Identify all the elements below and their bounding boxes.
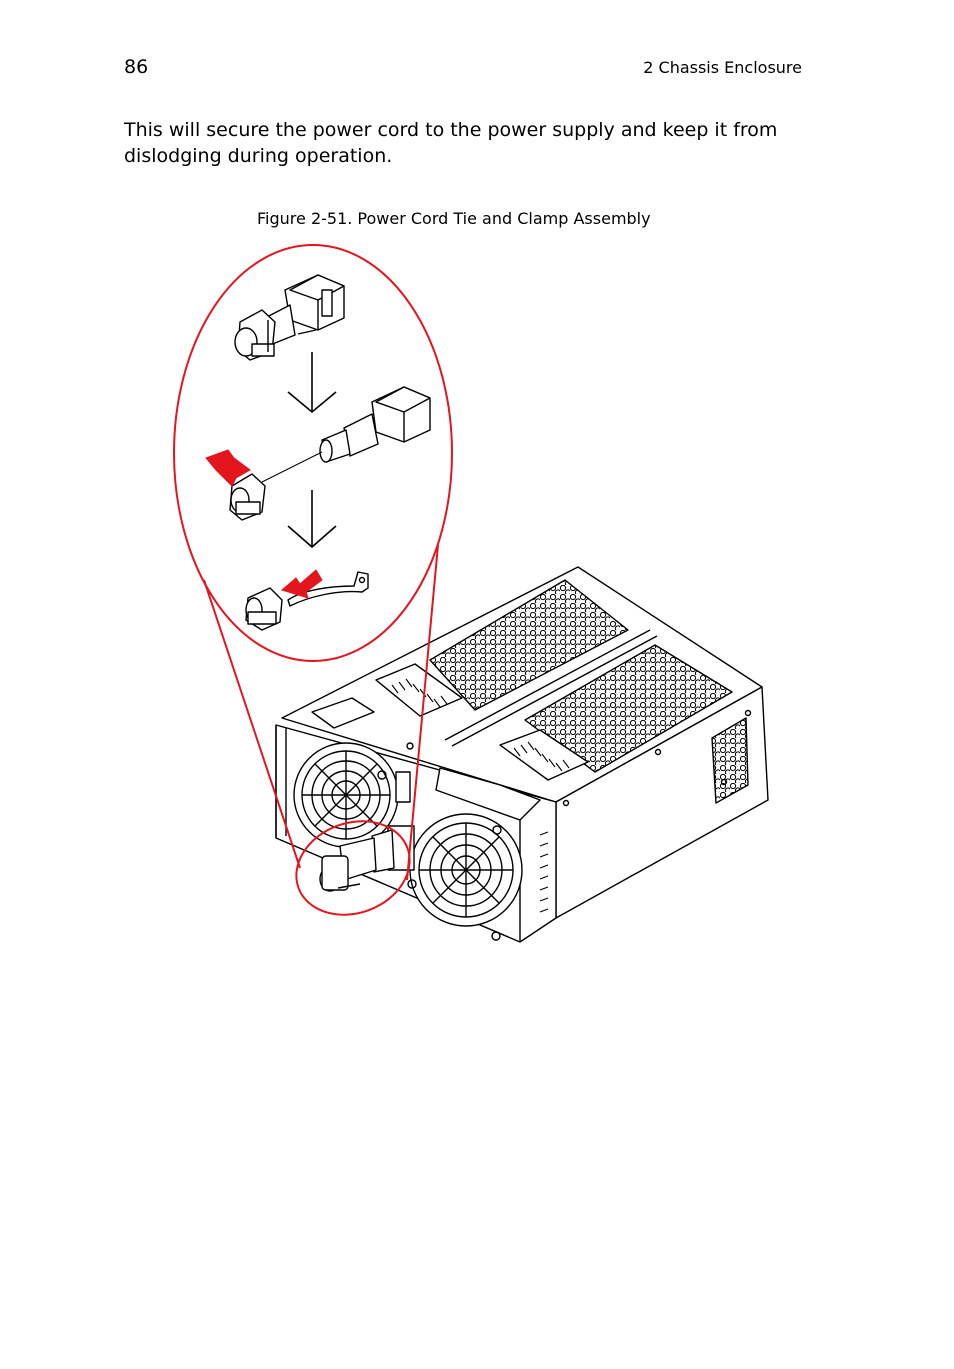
red-arrow-1 bbox=[205, 449, 251, 487]
running-head: 2 Chassis Enclosure bbox=[643, 58, 802, 77]
inlet-with-clamp-small bbox=[319, 825, 415, 892]
body-paragraph: This will secure the power cord to the p… bbox=[124, 119, 778, 167]
callout-small-ellipse bbox=[295, 820, 411, 916]
arrow-down-2 bbox=[287, 490, 337, 549]
step2-cord-and-clamp bbox=[229, 386, 431, 521]
arrow-down-1 bbox=[287, 352, 337, 414]
page-number: 86 bbox=[124, 56, 149, 78]
slot-window-right bbox=[499, 729, 589, 781]
figure-caption: Figure 2-51. Power Cord Tie and Clamp As… bbox=[257, 209, 651, 228]
callout-magnifier bbox=[173, 244, 453, 916]
red-arrow-2 bbox=[280, 569, 323, 599]
callout-large-ellipse bbox=[173, 244, 453, 662]
top-vent-left bbox=[429, 579, 629, 711]
step1-cord-with-clamp bbox=[234, 274, 345, 361]
power-supply-unit bbox=[275, 566, 769, 943]
slot-window-left bbox=[375, 663, 463, 717]
fan-left bbox=[293, 742, 399, 848]
fan-right bbox=[407, 813, 523, 941]
